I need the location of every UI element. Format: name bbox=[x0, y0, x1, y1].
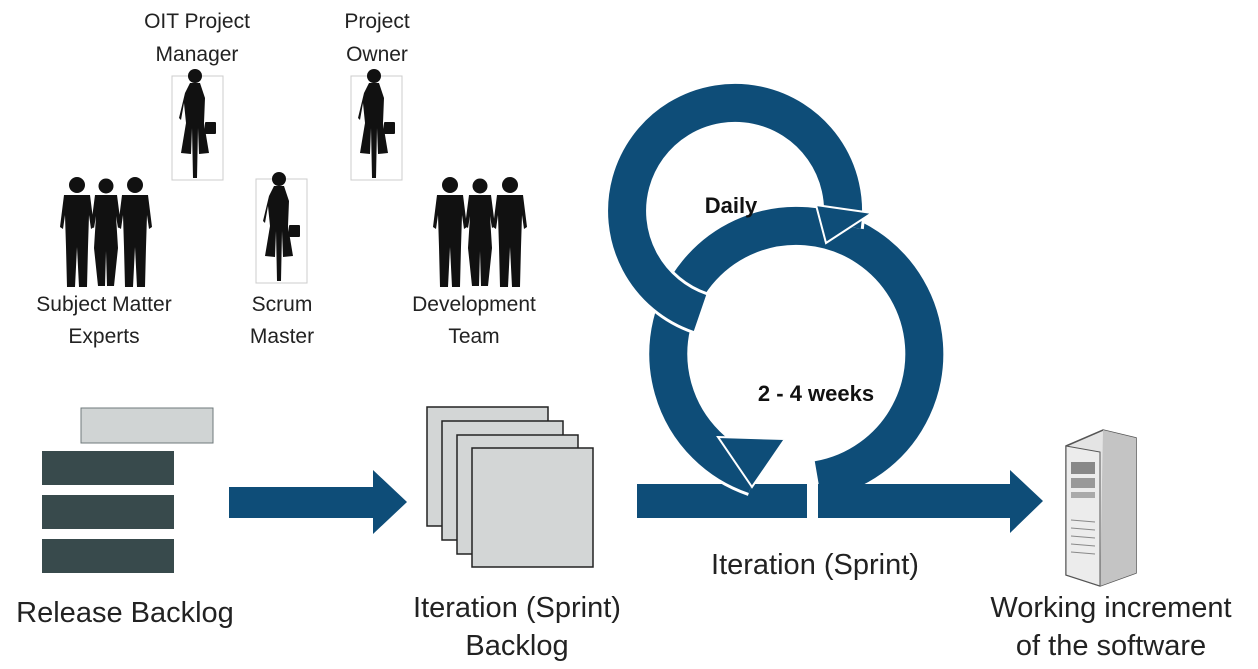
oit-pm-label-line2: Manager bbox=[156, 43, 239, 66]
flow-arrow-2 bbox=[818, 470, 1043, 533]
iteration-label: Iteration (Sprint) bbox=[711, 549, 919, 581]
sme-team-silhouette-icon bbox=[60, 177, 152, 287]
daily-loop-ring bbox=[605, 80, 875, 334]
oit-project-manager-icon bbox=[171, 69, 224, 181]
iteration-backlog-label-line2: Backlog bbox=[465, 630, 568, 662]
sprint-loop-ring bbox=[646, 203, 947, 502]
dev-team-label-line1: Development bbox=[412, 293, 536, 316]
scrum-master-label-line2: Master bbox=[250, 325, 314, 348]
iteration-backlog-label-line1: Iteration (Sprint) bbox=[413, 592, 621, 624]
sme-label-line1: Subject Matter bbox=[36, 293, 171, 316]
release-backlog-stack bbox=[42, 407, 214, 573]
working-increment-label-line2: of the software bbox=[1016, 630, 1206, 662]
oit-pm-label-line1: OIT Project bbox=[144, 10, 250, 33]
working-increment-label-line1: Working increment bbox=[990, 592, 1231, 624]
server-tower-icon bbox=[1065, 429, 1137, 587]
project-owner-icon bbox=[350, 69, 403, 181]
scrum-master-icon bbox=[255, 172, 308, 284]
release-backlog-label: Release Backlog bbox=[16, 597, 234, 629]
sprint-length-label: 2 - 4 weeks bbox=[758, 381, 874, 406]
scrum-master-label-line1: Scrum bbox=[252, 293, 313, 316]
sme-label-line2: Experts bbox=[68, 325, 139, 348]
flow-arrow-1 bbox=[229, 470, 407, 534]
sprint-entry-bar bbox=[637, 484, 807, 518]
daily-loop-label: Daily bbox=[705, 193, 758, 218]
project-owner-label-line1: Project bbox=[344, 10, 410, 33]
dev-team-silhouette-icon bbox=[433, 177, 527, 287]
dev-team-label-line2: Team bbox=[448, 325, 499, 348]
iteration-backlog-stack bbox=[426, 406, 594, 568]
project-owner-label-line2: Owner bbox=[346, 43, 408, 66]
